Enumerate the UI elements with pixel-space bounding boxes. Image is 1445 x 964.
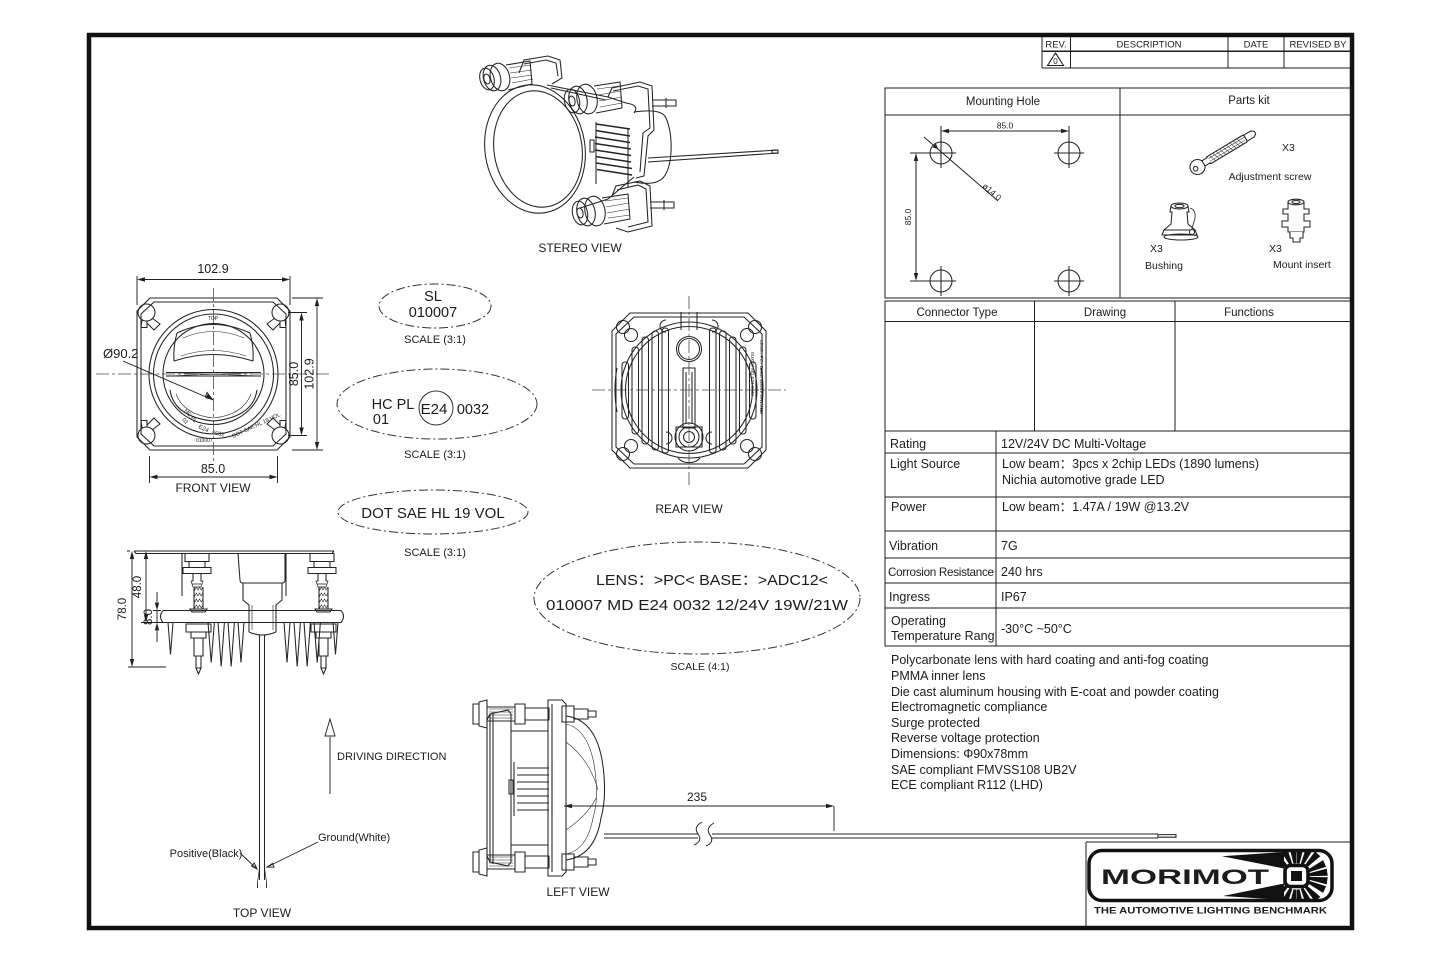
- svg-text:SCALE (3:1): SCALE (3:1): [404, 547, 466, 559]
- svg-text:8.0: 8.0: [143, 609, 155, 625]
- svg-text:TOP VIEW: TOP VIEW: [233, 906, 292, 920]
- svg-text:THE AUTOMOTIVE LIGHTING BENCHM: THE AUTOMOTIVE LIGHTING BENCHMARK: [1094, 906, 1328, 916]
- svg-text:LEFT VIEW: LEFT VIEW: [546, 885, 610, 899]
- svg-text:E24: E24: [421, 401, 448, 418]
- svg-text:Mounting Hole: Mounting Hole: [966, 96, 1040, 108]
- svg-text:Low beam：3pcs x 2chip LEDs (18: Low beam：3pcs x 2chip LEDs (1890 lumens): [1002, 457, 1259, 471]
- svg-text:MORIMOT: MORIMOT: [1101, 866, 1269, 889]
- svg-text:010007: 010007: [409, 305, 457, 321]
- svg-text:Operating: Operating: [891, 614, 946, 628]
- svg-text:Ground(White): Ground(White): [318, 832, 390, 844]
- svg-text:-30°C ~50°C: -30°C ~50°C: [1001, 622, 1072, 636]
- svg-text:010007 MD E24 0032: 010007 MD E24 0032: [750, 352, 755, 396]
- svg-text:X3: X3: [1269, 243, 1282, 255]
- svg-text:Nichia automotive grade LED: Nichia automotive grade LED: [1002, 473, 1165, 487]
- svg-text:SL: SL: [424, 289, 442, 305]
- svg-text:Drawing: Drawing: [1084, 307, 1126, 319]
- svg-text:LENS:>PC< BASE 12/24V 19W/21W: LENS:>PC< BASE 12/24V 19W/21W: [759, 340, 764, 415]
- svg-text:Corrosion Resistance: Corrosion Resistance: [888, 566, 994, 579]
- svg-text:ECE compliant R112 (LHD): ECE compliant R112 (LHD): [891, 778, 1043, 792]
- svg-text:Rating: Rating: [890, 437, 926, 451]
- svg-text:Adjustment screw: Adjustment screw: [1229, 171, 1312, 183]
- svg-text:01: 01: [373, 412, 389, 428]
- svg-text:85.0: 85.0: [903, 208, 913, 225]
- svg-text:01: 01: [181, 417, 190, 426]
- svg-text:Functions: Functions: [1224, 307, 1274, 319]
- svg-text:010007 MD E24 0032 12/24: 010007 MD E24 0032 12/24V 19W/21W: [546, 598, 848, 614]
- svg-text:IP67: IP67: [1001, 590, 1027, 604]
- svg-text:Vibration: Vibration: [889, 539, 938, 553]
- svg-text:X3: X3: [1150, 243, 1163, 255]
- svg-text:Polycarbonate lens with hard c: Polycarbonate lens with hard coating and…: [891, 653, 1209, 667]
- svg-text:REV.: REV.: [1045, 40, 1066, 51]
- svg-text:Power: Power: [891, 500, 926, 514]
- svg-text:Light Source: Light Source: [890, 457, 960, 471]
- svg-text:SCALE (4:1): SCALE (4:1): [671, 661, 730, 673]
- svg-text:Ø90.2: Ø90.2: [103, 346, 138, 361]
- svg-text:Dimensions: Φ90x78mm: Dimensions: Φ90x78mm: [891, 747, 1028, 761]
- svg-text:0: 0: [1053, 57, 1058, 66]
- svg-text:48.0: 48.0: [132, 576, 144, 598]
- svg-text:E24: E24: [197, 424, 210, 434]
- svg-text:PMMA inner lens: PMMA inner lens: [891, 669, 985, 683]
- svg-text:Die cast aluminum housing with: Die cast aluminum housing with E-coat an…: [891, 685, 1219, 699]
- svg-text:0032: 0032: [457, 402, 489, 418]
- svg-text:DATE: DATE: [1244, 40, 1269, 51]
- svg-text:85.0: 85.0: [287, 362, 301, 386]
- svg-text:SCALE (3:1): SCALE (3:1): [404, 334, 466, 346]
- svg-text:Temperature Rang: Temperature Rang: [891, 629, 995, 643]
- svg-text:DESCRIPTION: DESCRIPTION: [1117, 40, 1182, 51]
- svg-text:Mount insert: Mount insert: [1273, 259, 1331, 271]
- svg-text:DOT SAE HL 19 VOL: DOT SAE HL 19 VOL: [361, 505, 504, 522]
- svg-text:Ingress: Ingress: [889, 590, 930, 604]
- svg-text:Low beam：1.47A / 19W @13.2V: Low beam：1.47A / 19W @13.2V: [1002, 500, 1190, 514]
- svg-text:Positive(Black): Positive(Black): [170, 848, 243, 860]
- svg-text:85.0: 85.0: [201, 462, 225, 476]
- svg-text:Bushing: Bushing: [1145, 260, 1183, 272]
- svg-text:SCALE (3:1): SCALE (3:1): [404, 449, 466, 461]
- svg-text:102.9: 102.9: [303, 358, 317, 389]
- svg-text:SAE compliant FMVSS108 UB2V: SAE compliant FMVSS108 UB2V: [891, 763, 1077, 777]
- svg-text:Parts kit: Parts kit: [1228, 95, 1270, 107]
- svg-text:7G: 7G: [1001, 539, 1018, 553]
- svg-text:Connector Type: Connector Type: [917, 307, 998, 319]
- svg-text:78.0: 78.0: [117, 598, 129, 620]
- svg-text:0032: 0032: [212, 430, 225, 438]
- svg-text:REAR VIEW: REAR VIEW: [655, 502, 723, 516]
- svg-text:DRIVING DIRECTION: DRIVING DIRECTION: [337, 751, 446, 763]
- svg-text:Electromagnetic compliance: Electromagnetic compliance: [891, 700, 1047, 714]
- svg-text:010007: 010007: [196, 438, 213, 444]
- svg-text:FRONT VIEW: FRONT VIEW: [175, 481, 251, 495]
- svg-text:LENS：>PC< BASE：>ADC12<: LENS：>PC< BASE：>ADC12<: [596, 573, 828, 589]
- svg-text:X3: X3: [1282, 142, 1295, 154]
- svg-text:235: 235: [687, 790, 707, 804]
- svg-text:Surge protected: Surge protected: [891, 716, 980, 730]
- svg-text:85.0: 85.0: [997, 121, 1014, 131]
- svg-text:240 hrs: 240 hrs: [1001, 565, 1043, 579]
- svg-text:102.9: 102.9: [197, 262, 228, 276]
- svg-text:HC PL: HC PL: [372, 397, 415, 413]
- svg-text:Reverse voltage protection: Reverse voltage protection: [891, 731, 1040, 745]
- svg-text:12V/24V DC Multi-Voltage: 12V/24V DC Multi-Voltage: [1001, 437, 1146, 451]
- svg-text:REVISED BY: REVISED BY: [1289, 40, 1347, 51]
- svg-text:STEREO VIEW: STEREO VIEW: [538, 241, 622, 255]
